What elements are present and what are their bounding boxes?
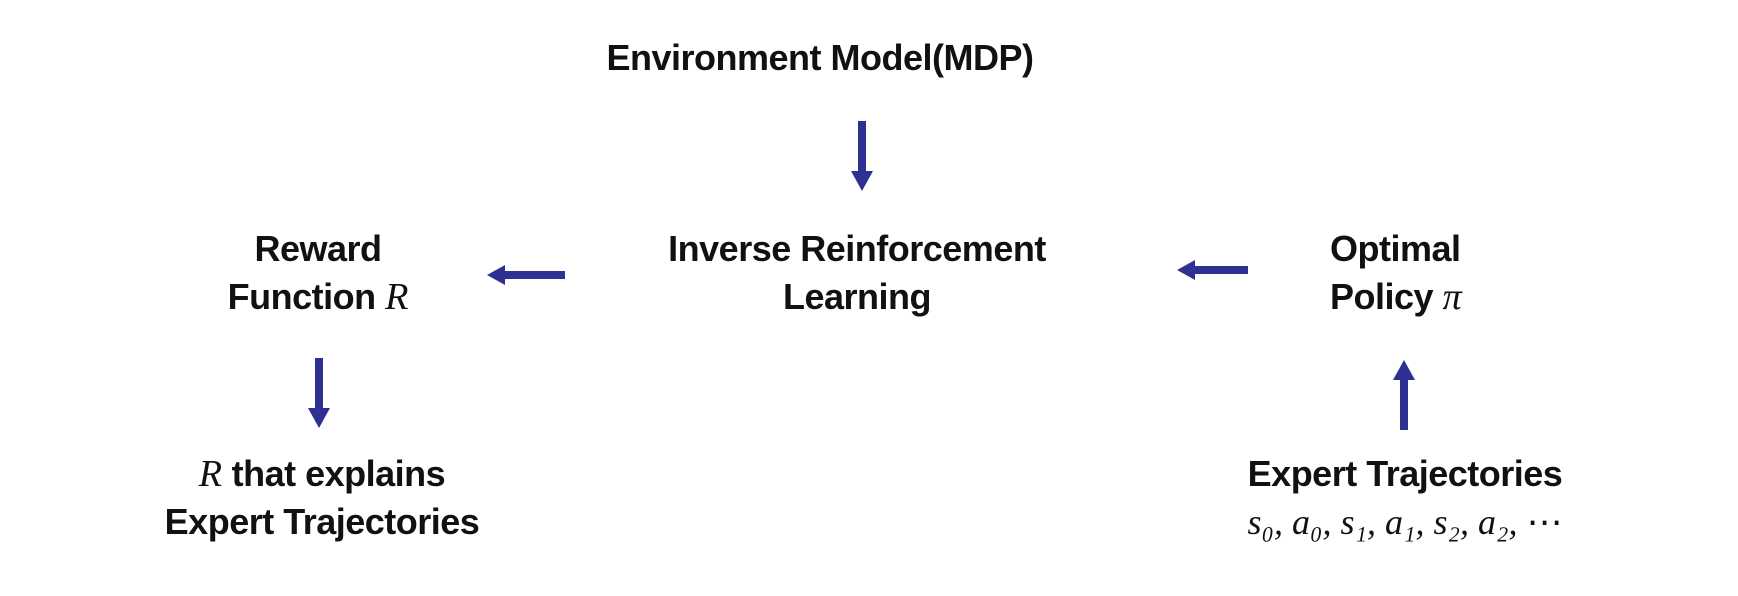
arrow-left-irl-to-reward-icon (487, 265, 565, 285)
environment-model-label: Environment Model(MDP) (606, 37, 1035, 78)
arrow-down-env-to-irl-icon (851, 121, 873, 191)
reward-function-r-symbol: R (385, 276, 409, 318)
r-explains-line1: R that explains (165, 450, 480, 498)
arrow-shaft (858, 121, 866, 171)
arrow-head-left (487, 265, 505, 285)
arrow-down-reward-to-explains-icon (308, 358, 330, 428)
optimal-policy-line2: Policy π (1330, 273, 1462, 321)
irl-label-line1: Inverse Reinforcement (668, 228, 1046, 269)
expert-trajectories-line1: Expert Trajectories (1247, 453, 1563, 494)
r-explains-line2: Expert Trajectories (164, 501, 480, 542)
arrow-shaft (505, 271, 565, 279)
arrow-shaft (315, 358, 323, 408)
reward-function-line2: Function R (228, 273, 409, 321)
expert-trajectories-sequence: s₀, a₀, s₁, a₁, s₂, a₂, ⋯ (1247, 502, 1563, 542)
arrow-left-policy-to-irl-icon (1177, 260, 1248, 280)
arrow-up-trajectories-to-policy-icon (1393, 360, 1415, 430)
arrow-head-down (851, 171, 873, 191)
arrow-head-up (1393, 360, 1415, 380)
arrow-head-left (1177, 260, 1195, 280)
node-r-that-explains: R that explains Expert Trajectories (165, 450, 480, 546)
reward-function-line2-text: Function (227, 276, 386, 317)
arrow-shaft (1400, 380, 1408, 430)
node-inverse-reinforcement-learning: Inverse Reinforcement Learning (668, 225, 1046, 321)
r-explains-r-symbol: R (198, 453, 223, 495)
node-expert-trajectories: Expert Trajectories s₀, a₀, s₁, a₁, s₂, … (1247, 450, 1562, 546)
r-explains-line1-text: that explains (222, 453, 446, 494)
irl-label-line2: Learning (782, 276, 932, 317)
node-reward-function: Reward Function R (228, 225, 409, 321)
node-environment-model: Environment Model(MDP) (606, 34, 1035, 82)
optimal-policy-line1: Optimal (1330, 228, 1461, 269)
arrow-shaft (1195, 266, 1248, 274)
reward-function-line1: Reward (254, 228, 382, 269)
node-optimal-policy: Optimal Policy π (1330, 225, 1462, 321)
optimal-policy-line2-text: Policy (1330, 276, 1443, 317)
arrow-head-down (308, 408, 330, 428)
optimal-policy-pi-symbol: π (1442, 276, 1462, 318)
